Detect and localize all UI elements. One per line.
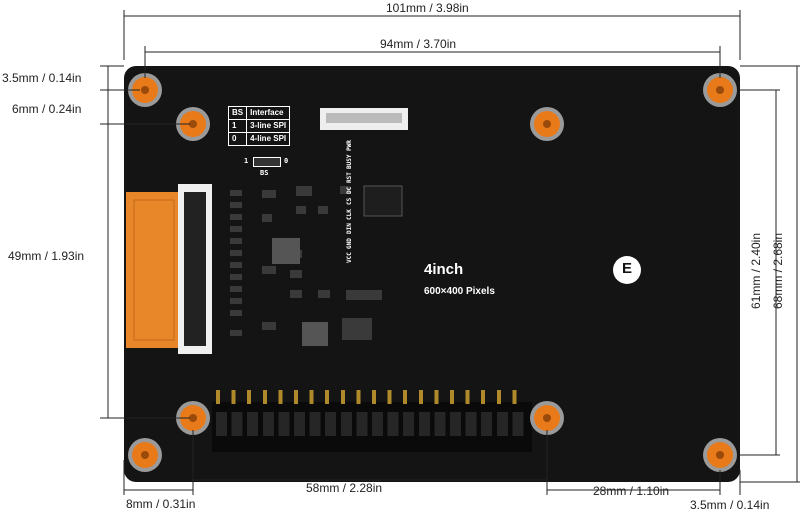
gpio-pins bbox=[216, 390, 528, 448]
dim-top-offset-small: 3.5mm / 0.14in bbox=[2, 71, 82, 85]
dim-right-total-height: 68mm / 2.68in bbox=[771, 232, 786, 310]
pin-label: VCC bbox=[346, 252, 353, 263]
dim-hole-spacing-width: 94mm / 3.70in bbox=[380, 37, 457, 51]
dim-right-inner-height: 61mm / 2.40in bbox=[749, 232, 764, 310]
pin-label: DIN bbox=[346, 223, 353, 235]
pin-label: CLK bbox=[346, 208, 353, 220]
bs-table-cell: 1 bbox=[227, 119, 248, 133]
pin-label: RST bbox=[346, 172, 353, 184]
pin-label: BUSY bbox=[346, 154, 353, 169]
inductor-2 bbox=[302, 322, 328, 346]
dim-top-offset-inner: 6mm / 0.24in bbox=[12, 102, 82, 116]
dim-bottom-right-offset: 3.5mm / 0.14in bbox=[690, 498, 770, 512]
inductor-1 bbox=[272, 238, 300, 264]
e-badge-letter: E bbox=[621, 260, 632, 277]
bs-switch-one: 1 bbox=[244, 157, 249, 165]
pin-label: CS bbox=[346, 197, 353, 206]
standoffs bbox=[128, 73, 737, 472]
bs-switch-zero: 0 bbox=[284, 157, 289, 165]
pcb-board bbox=[124, 66, 740, 482]
dim-header-span: 58mm / 2.28in bbox=[306, 481, 383, 495]
bs-table-cell: 3-line SPI bbox=[246, 119, 291, 133]
pin-labels: VCC GND DIN CLK CS DC RST BUSY PWR bbox=[346, 140, 354, 263]
bs-label: BS bbox=[260, 169, 269, 177]
bs-table-header-bs: BS bbox=[227, 106, 248, 120]
bs-table-header-interface: Interface bbox=[246, 106, 291, 120]
dim-left-height: 49mm / 1.93in bbox=[8, 249, 85, 263]
dim-bottom-right-span: 28mm / 1.10in bbox=[593, 484, 670, 498]
flex-cable bbox=[126, 192, 184, 348]
bs-table-cell: 0 bbox=[227, 132, 248, 146]
bs-table-cell: 4-line SPI bbox=[246, 132, 291, 146]
bs-interface-table: BS Interface 1 3-line SPI 0 4-line SPI bbox=[227, 106, 291, 146]
ic-chip bbox=[363, 185, 403, 217]
board-title: 4inch bbox=[424, 261, 464, 278]
pin-label: DC bbox=[346, 187, 353, 195]
dim-bottom-left-offset: 8mm / 0.31in bbox=[126, 497, 196, 511]
board-resolution: 600×400 Pixels bbox=[424, 286, 495, 297]
e-badge-circle bbox=[613, 256, 641, 284]
dim-total-width: 101mm / 3.98in bbox=[386, 1, 469, 15]
pin-label: GND bbox=[346, 237, 353, 249]
pin-label: PWR bbox=[346, 140, 353, 151]
bs-switch bbox=[253, 157, 281, 167]
